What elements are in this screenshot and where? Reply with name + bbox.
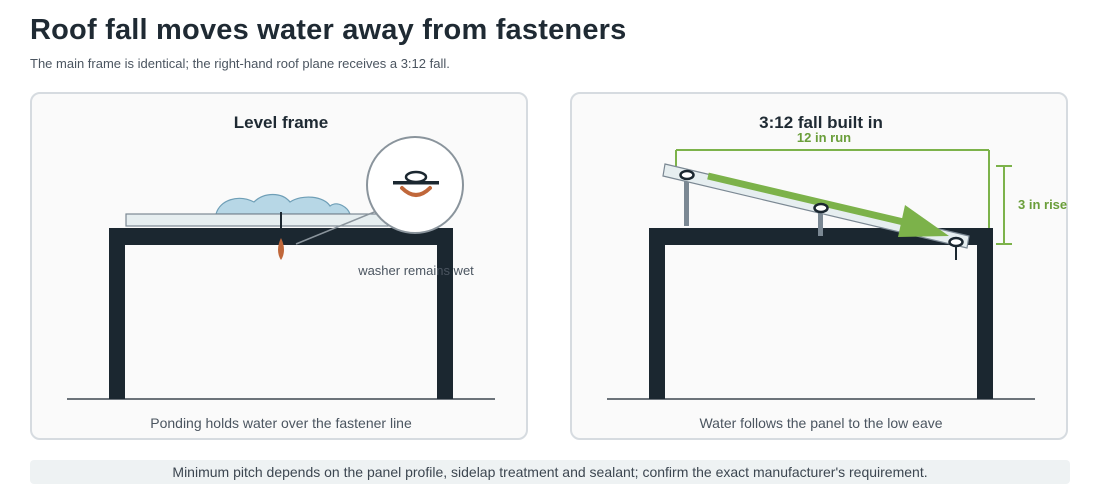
sloped-frame-heading: 3:12 fall built in bbox=[759, 113, 883, 132]
run-label: 12 in run bbox=[797, 130, 851, 145]
rise-label: 3 in rise bbox=[1018, 197, 1067, 212]
page-title: Roof fall moves water away from fastener… bbox=[30, 14, 627, 46]
level-frame-caption: Ponding holds water over the fastener li… bbox=[150, 415, 412, 431]
washer-magnifier bbox=[366, 136, 464, 234]
level-frame-diagram: Level frame washer remains wet Ponding h… bbox=[67, 113, 495, 431]
rise-dimension bbox=[996, 165, 1012, 245]
building-frame bbox=[109, 228, 453, 399]
sloped-frame-diagram: 3:12 fall built in 12 in run 3 in rise bbox=[607, 113, 1067, 431]
fastener-mid bbox=[813, 202, 829, 214]
high-support-post bbox=[684, 178, 689, 226]
level-frame-panel: Level frame washer remains wet Ponding h… bbox=[30, 92, 528, 440]
level-frame-heading: Level frame bbox=[234, 113, 329, 132]
page-subtitle: The main frame is identical; the right-h… bbox=[30, 56, 450, 71]
sloped-frame-panel: 3:12 fall built in 12 in run 3 in rise bbox=[570, 92, 1068, 440]
building-frame bbox=[649, 228, 993, 399]
fastener-low bbox=[948, 236, 964, 260]
rust-drip bbox=[278, 238, 284, 260]
footer-note: Minimum pitch depends on the panel profi… bbox=[30, 460, 1070, 484]
ponding-water bbox=[215, 193, 351, 215]
callout-leader bbox=[295, 207, 385, 245]
fastener-high bbox=[679, 169, 695, 181]
callout-label: washer remains wet bbox=[357, 263, 474, 278]
wet-washer-icon bbox=[400, 186, 432, 197]
level-roof-panel bbox=[125, 213, 389, 227]
water-flow-arrow bbox=[707, 172, 949, 237]
mid-support-post bbox=[818, 210, 823, 236]
sloped-frame-caption: Water follows the panel to the low eave bbox=[699, 415, 942, 431]
